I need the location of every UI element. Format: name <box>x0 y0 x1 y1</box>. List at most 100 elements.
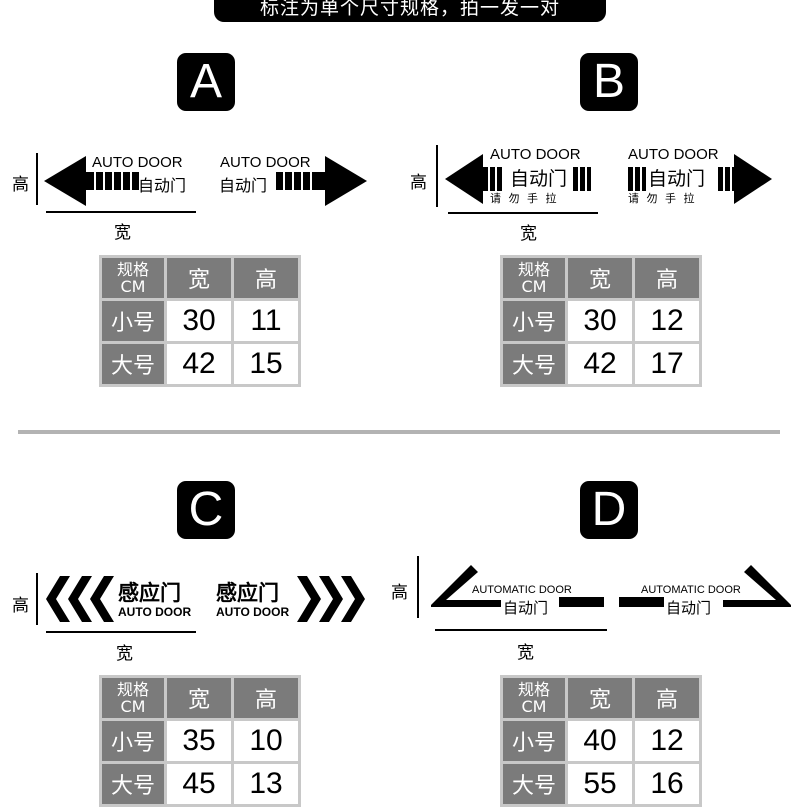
sign-d-right-en: AUTOMATIC DOOR <box>641 584 741 596</box>
sign-d-left <box>431 563 606 607</box>
width-header: 宽 <box>167 258 231 298</box>
width-line <box>46 211 196 213</box>
sign-a-right <box>270 152 370 210</box>
width-header: 宽 <box>568 678 632 718</box>
height-label: 高 <box>410 173 427 193</box>
sign-c-left <box>46 576 118 622</box>
size-label: 大号 <box>503 764 565 804</box>
size-label: 小号 <box>503 301 565 341</box>
height-line <box>417 556 419 618</box>
height-line <box>36 153 38 205</box>
height-value: 11 <box>234 301 298 341</box>
height-line <box>36 573 38 625</box>
height-value: 16 <box>635 764 699 804</box>
size-label: 大号 <box>102 344 164 384</box>
sign-b-left-sub: 请 勿 手 拉 <box>490 192 559 205</box>
variant-b-badge: B <box>580 53 638 111</box>
width-value: 42 <box>167 344 231 384</box>
angle-arrow-right-icon <box>619 565 791 607</box>
height-header: 高 <box>234 258 298 298</box>
width-value: 45 <box>167 764 231 804</box>
height-header: 高 <box>635 258 699 298</box>
size-label: 大号 <box>503 344 565 384</box>
table-row: 小号 30 11 <box>102 301 298 341</box>
sign-c-right-en: AUTO DOOR <box>216 605 290 619</box>
height-value: 15 <box>234 344 298 384</box>
height-header: 高 <box>234 678 298 718</box>
size-label: 小号 <box>102 301 164 341</box>
width-label: 宽 <box>517 643 534 663</box>
width-value: 40 <box>568 721 632 761</box>
variant-c-badge: C <box>177 481 235 539</box>
chevrons-right-icon <box>297 576 365 622</box>
height-header: 高 <box>635 678 699 718</box>
sign-b-right <box>626 150 776 208</box>
width-value: 55 <box>568 764 632 804</box>
width-value: 42 <box>568 344 632 384</box>
width-value: 30 <box>167 301 231 341</box>
width-line <box>435 629 607 631</box>
width-value: 30 <box>568 301 632 341</box>
table-row: 大号 42 15 <box>102 344 298 384</box>
height-value: 13 <box>234 764 298 804</box>
sign-a-right-en: AUTO DOOR <box>220 154 311 171</box>
table-row: 小号 40 12 <box>503 721 699 761</box>
title-banner: 标注为单个尺寸规格，拍一发一对 <box>214 0 606 22</box>
table-row: 大号 55 16 <box>503 764 699 804</box>
sign-c-left-en: AUTO DOOR <box>118 605 192 619</box>
sign-a-left-zh: 自动门 <box>138 176 187 195</box>
chevrons-left-icon <box>46 576 114 622</box>
sign-a-left <box>44 152 204 210</box>
arrow-right-icon <box>734 154 772 204</box>
sign-a-left-en: AUTO DOOR <box>92 154 183 171</box>
sign-c-left-zh: 感应门 <box>118 581 181 605</box>
sign-d-right-zh: 自动门 <box>666 599 712 617</box>
table-row: 小号 30 12 <box>503 301 699 341</box>
height-value: 10 <box>234 721 298 761</box>
sign-c-right-zh: 感应门 <box>216 581 279 605</box>
arrow-left-icon <box>445 154 483 204</box>
sign-b-left <box>445 150 595 208</box>
height-label: 高 <box>12 175 29 195</box>
width-label: 宽 <box>520 224 537 244</box>
size-label: 小号 <box>102 721 164 761</box>
variant-a-badge: A <box>177 53 235 111</box>
width-line <box>448 212 598 214</box>
table-row: 大号 45 13 <box>102 764 298 804</box>
variant-d-badge: D <box>580 481 638 539</box>
width-line <box>46 631 196 633</box>
width-label: 宽 <box>116 644 133 664</box>
table-row: 小号 35 10 <box>102 721 298 761</box>
height-label: 高 <box>391 583 408 603</box>
sign-d-left-zh: 自动门 <box>503 599 549 617</box>
height-value: 12 <box>635 301 699 341</box>
sign-d-left-en: AUTOMATIC DOOR <box>472 584 572 596</box>
arrow-left-icon <box>44 156 86 206</box>
sign-b-right-en: AUTO DOOR <box>628 146 719 163</box>
width-header: 宽 <box>167 678 231 718</box>
sign-a-right-zh: 自动门 <box>219 176 268 195</box>
table-row: 大号 42 17 <box>503 344 699 384</box>
sign-d-right <box>619 563 794 607</box>
height-value: 12 <box>635 721 699 761</box>
height-label: 高 <box>12 596 29 616</box>
width-header: 宽 <box>568 258 632 298</box>
width-label: 宽 <box>114 223 131 243</box>
section-divider <box>18 430 780 434</box>
size-label: 大号 <box>102 764 164 804</box>
sign-c-right <box>297 576 369 622</box>
size-label: 小号 <box>503 721 565 761</box>
sign-b-right-sub: 请 勿 手 拉 <box>628 192 697 205</box>
height-line <box>436 145 438 207</box>
width-value: 35 <box>167 721 231 761</box>
angle-arrow-left-icon <box>431 565 604 607</box>
height-value: 17 <box>635 344 699 384</box>
